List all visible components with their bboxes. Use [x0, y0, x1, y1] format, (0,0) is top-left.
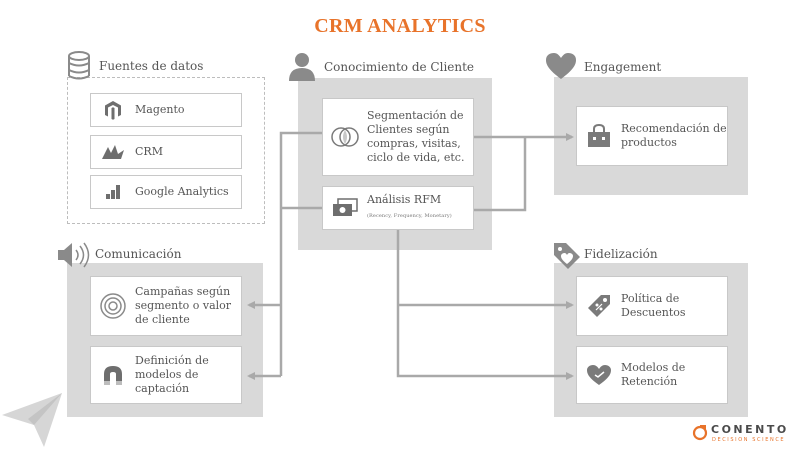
campanas-text: Campañas según segmento o valor de clien…	[135, 285, 232, 326]
source-magento-label: Magento	[135, 103, 185, 116]
rfm-card: Análisis RFM (Recency, Frequency, Moneta…	[322, 186, 474, 230]
money-bills-icon	[333, 198, 358, 216]
conocimiento-label: Conocimiento de Cliente	[324, 60, 475, 74]
source-google-analytics: Google Analytics	[90, 175, 242, 209]
rfm-text: Análisis RFM (Recency, Frequency, Moneta…	[367, 193, 452, 223]
venn-segments-icon	[331, 127, 359, 147]
magento-icon	[105, 101, 121, 120]
descuentos-card: Política de Descuentos	[576, 276, 728, 336]
database-icon	[68, 51, 90, 80]
source-crm-label: CRM	[135, 145, 163, 158]
descuentos-text: Política de Descuentos	[621, 292, 686, 319]
fidelizacion-label: Fidelización	[584, 247, 658, 261]
discount-tag-icon	[588, 295, 610, 317]
source-magento: Magento	[90, 93, 242, 127]
conento-logo-icon	[692, 425, 708, 441]
retencion-card: Modelos de Retención	[576, 346, 728, 404]
segmentacion-text: Segmentación de Clientes según compras, …	[367, 109, 465, 164]
analytics-bars-icon	[106, 185, 120, 199]
engagement-label: Engagement	[584, 60, 662, 74]
conento-logo-tagline: DECISION SCIENCE	[712, 437, 786, 443]
target-icon	[100, 293, 126, 319]
magnet-icon	[104, 366, 122, 385]
paper-plane-watermark-icon	[2, 393, 62, 447]
campanas-card: Campañas según segmento o valor de clien…	[90, 276, 242, 336]
captacion-card: Definición de modelos de captación	[90, 346, 242, 404]
source-google-analytics-label: Google Analytics	[135, 185, 229, 198]
speaker-icon	[58, 242, 90, 268]
tag-heart-icon	[554, 243, 580, 269]
rfm-subtitle: (Recency, Frequency, Monetary)	[367, 213, 452, 219]
retencion-text: Modelos de Retención	[621, 361, 686, 388]
heart-hand-icon	[587, 365, 611, 385]
captacion-text: Definición de modelos de captación	[135, 354, 209, 395]
conento-logo: CONENTO DECISION SCIENCE	[692, 423, 796, 445]
shopping-bag-icon	[588, 124, 610, 147]
segmentacion-card: Segmentación de Clientes según compras, …	[322, 98, 474, 176]
comunicacion-label: Comunicación	[95, 247, 182, 261]
crm-bird-icon	[102, 145, 124, 159]
conento-logo-text: CONENTO	[711, 423, 789, 436]
recomendacion-card: Recomendación de productos	[576, 106, 728, 166]
person-icon	[289, 53, 315, 81]
recomendacion-text: Recomendación de productos	[621, 122, 727, 149]
heart-icon	[546, 53, 576, 79]
fuentes-label: Fuentes de datos	[99, 59, 204, 73]
diagram-title: CRM ANALYTICS	[314, 15, 486, 37]
source-crm: CRM	[90, 135, 242, 169]
